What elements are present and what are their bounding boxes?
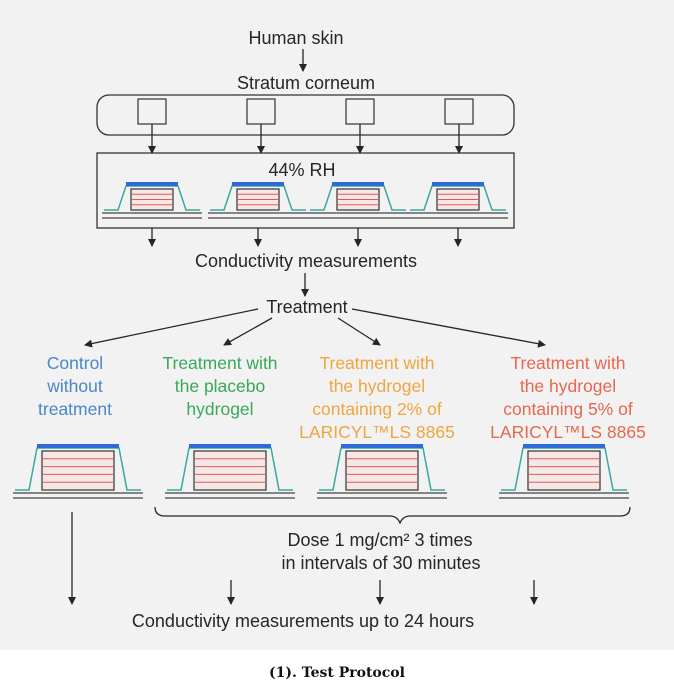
group-control-line: treatment [38, 399, 112, 419]
group-5pct-line: Treatment with [510, 353, 626, 373]
large-cells-group [13, 444, 629, 499]
group-5pct-line: containing 5% of [503, 399, 633, 419]
arrow-treatment-to-placebo [223, 317, 273, 346]
dose-brace [154, 506, 631, 525]
skin-sample-2 [246, 98, 276, 125]
arrows [68, 49, 631, 605]
arrow-treatment-to-control [84, 308, 259, 348]
stratum-corneum-box [96, 94, 515, 136]
humidity-chamber-box [96, 152, 515, 229]
group-placebo-label: Treatment with the placebo hydrogel [162, 352, 277, 421]
dose-label-line1: Dose 1 mg/cm² 3 times [287, 530, 473, 550]
stratum-corneum-label: Stratum corneum [236, 73, 376, 93]
cell-cap [523, 444, 605, 448]
group-2pct-label: Treatment with the hydrogel containing 2… [299, 352, 455, 444]
group-5pct-line: LARICYL™LS 8865 [490, 422, 646, 442]
test-protocol-diagram: Human skin Stratum corneum 44% RH Conduc… [0, 0, 674, 650]
group-placebo-line: the placebo [174, 376, 266, 396]
group-5pct-label: Treatment with the hydrogel containing 5… [490, 352, 646, 444]
dose-label-line2: in intervals of 30 minutes [281, 553, 481, 573]
cell-body [41, 450, 115, 491]
group-2pct-line: containing 2% of [312, 399, 442, 419]
arrow-treatment-to-5pct [351, 308, 546, 348]
cell-cap [432, 182, 484, 186]
group-control-line: Control [46, 353, 104, 373]
group-2pct-line: Treatment with [319, 353, 435, 373]
group-control-line: without [47, 376, 103, 396]
cell-cap [126, 182, 178, 186]
skin-sample-3 [345, 98, 375, 125]
cell-body [527, 450, 601, 491]
skin-sample-4 [444, 98, 474, 125]
cell-cap [189, 444, 271, 448]
arrow-treatment-to-2pct [337, 317, 381, 346]
cell-cap [332, 182, 384, 186]
diagram-canvas [13, 49, 631, 605]
group-placebo-line: hydrogel [186, 399, 254, 419]
conductivity-label: Conductivity measurements [194, 251, 418, 271]
group-control-label: Control without treatment [38, 352, 112, 421]
cell-cap [37, 444, 119, 448]
figure-caption: (1). Test Protocol [269, 665, 405, 681]
group-2pct-line: LARICYL™LS 8865 [299, 422, 455, 442]
treatment-label: Treatment [266, 297, 348, 317]
small-cells-group [102, 182, 508, 219]
cell-cap [232, 182, 284, 186]
cell-body [193, 450, 267, 491]
group-2pct-line: the hydrogel [328, 376, 426, 396]
cell-body [345, 450, 419, 491]
humidity-label: 44% RH [268, 160, 336, 180]
final-conductivity-label: Conductivity measurements up to 24 hours [131, 611, 475, 631]
human-skin-label: Human skin [248, 28, 344, 48]
skin-sample-1 [137, 98, 167, 125]
group-5pct-line: the hydrogel [519, 376, 617, 396]
group-placebo-line: Treatment with [162, 353, 278, 373]
cell-cap [341, 444, 423, 448]
